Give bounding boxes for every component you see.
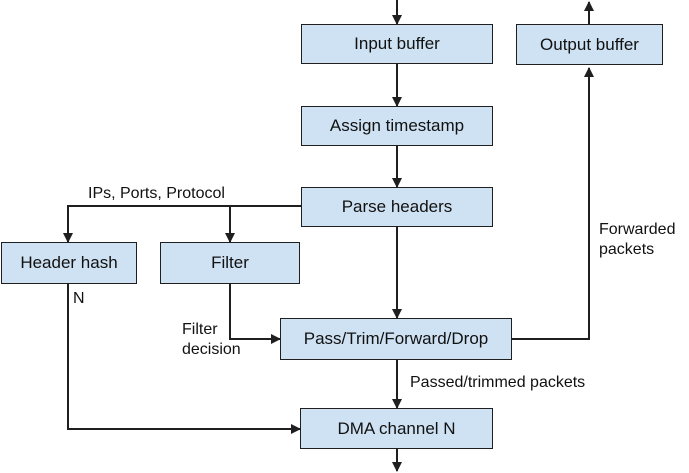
label-filter-decision-line2: decision (182, 341, 241, 358)
output-buffer-box: Output buffer (516, 24, 663, 65)
assign-timestamp-box: Assign timestamp (301, 106, 493, 146)
input-buffer-box: Input buffer (301, 24, 493, 64)
label-forwarded-line1: Forwarded (599, 221, 676, 238)
filter-box: Filter (160, 242, 300, 284)
label-n: N (73, 290, 85, 307)
dma-channel-box: DMA channel N (300, 408, 493, 449)
label-forwarded-line2: packets (599, 241, 655, 258)
pass-trim-forward-drop-box: Pass/Trim/Forward/Drop (280, 318, 512, 360)
edge-parse-to-hash (63, 205, 301, 243)
label-passed-trimmed: Passed/trimmed packets (410, 374, 586, 391)
edge-hash-to-dma (67, 284, 301, 434)
edge-filter-to-passtrim (229, 284, 281, 344)
parse-headers-box: Parse headers (301, 187, 493, 227)
edge-passtrim-to-output (512, 67, 594, 340)
header-hash-box: Header hash (1, 242, 137, 284)
label-filter-decision-line1: Filter (182, 321, 218, 338)
label-ips-ports-protocol: IPs, Ports, Protocol (88, 185, 225, 202)
